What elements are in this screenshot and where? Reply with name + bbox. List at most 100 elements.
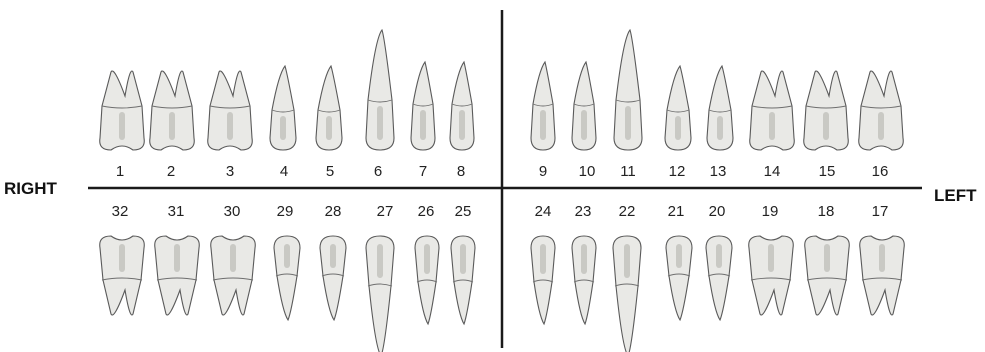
tooth-31-shade: [174, 244, 180, 272]
tooth-28: 28: [320, 203, 346, 320]
tooth-4: 4: [270, 66, 296, 180]
tooth-26-shade: [424, 244, 430, 274]
tooth-number-31: 31: [168, 203, 185, 220]
tooth-16: 16: [859, 71, 904, 180]
tooth-14-shade: [769, 112, 775, 140]
tooth-number-10: 10: [579, 163, 596, 180]
tooth-number-22: 22: [619, 203, 636, 220]
tooth-27-shade: [377, 244, 383, 278]
tooth-12: 12: [665, 66, 691, 180]
tooth-number-29: 29: [277, 203, 294, 220]
tooth-number-16: 16: [872, 163, 889, 180]
tooth-6-shade: [377, 106, 383, 140]
tooth-number-25: 25: [455, 203, 472, 220]
tooth-number-8: 8: [457, 163, 465, 180]
tooth-number-1: 1: [116, 163, 124, 180]
tooth-21: 21: [666, 203, 692, 320]
tooth-2-shade: [169, 112, 175, 140]
tooth-11-shade: [625, 106, 631, 140]
tooth-9-shade: [540, 110, 546, 140]
tooth-29: 29: [274, 203, 300, 320]
tooth-26: 26: [415, 203, 439, 324]
axes: [88, 10, 922, 348]
tooth-22-shade: [624, 244, 630, 278]
tooth-17: 17: [860, 203, 905, 315]
tooth-1-shade: [119, 112, 125, 140]
tooth-7-shade: [420, 110, 426, 140]
tooth-4-shade: [280, 116, 286, 140]
tooth-20-shade: [716, 244, 722, 268]
tooth-13: 13: [707, 66, 733, 180]
tooth-number-9: 9: [539, 163, 547, 180]
tooth-6: 6: [366, 30, 394, 180]
tooth-21-shade: [676, 244, 682, 268]
tooth-13-shade: [717, 116, 723, 140]
tooth-12-shade: [675, 116, 681, 140]
tooth-8-shade: [459, 110, 465, 140]
tooth-22: 22: [613, 203, 641, 352]
tooth-10-shade: [581, 110, 587, 140]
tooth-20: 20: [706, 203, 732, 320]
tooth-number-7: 7: [419, 163, 427, 180]
tooth-24-shade: [540, 244, 546, 274]
tooth-number-15: 15: [819, 163, 836, 180]
tooth-number-14: 14: [764, 163, 781, 180]
tooth-19: 19: [749, 203, 794, 315]
tooth-number-4: 4: [280, 163, 288, 180]
tooth-number-32: 32: [112, 203, 129, 220]
tooth-14: 14: [750, 71, 795, 180]
tooth-number-24: 24: [535, 203, 552, 220]
tooth-25: 25: [451, 203, 475, 324]
tooth-number-30: 30: [224, 203, 241, 220]
tooth-25-shade: [460, 244, 466, 274]
tooth-3-shade: [227, 112, 233, 140]
tooth-5: 5: [316, 66, 342, 180]
tooth-number-26: 26: [418, 203, 435, 220]
tooth-number-12: 12: [669, 163, 686, 180]
tooth-10: 10: [572, 62, 596, 180]
tooth-number-2: 2: [167, 163, 175, 180]
left-label: LEFT: [934, 186, 977, 205]
tooth-number-20: 20: [709, 203, 726, 220]
tooth-number-23: 23: [575, 203, 592, 220]
tooth-27: 27: [366, 203, 394, 352]
tooth-5-shade: [326, 116, 332, 140]
tooth-1: 1: [100, 71, 145, 180]
tooth-18-shade: [824, 244, 830, 272]
tooth-17-shade: [879, 244, 885, 272]
tooth-number-3: 3: [226, 163, 234, 180]
tooth-32-shade: [119, 244, 125, 272]
tooth-23-shade: [581, 244, 587, 274]
right-label: RIGHT: [4, 179, 58, 198]
tooth-11: 11: [614, 30, 642, 180]
tooth-16-shade: [878, 112, 884, 140]
tooth-number-13: 13: [710, 163, 727, 180]
tooth-19-shade: [768, 244, 774, 272]
tooth-23: 23: [572, 203, 596, 324]
tooth-number-27: 27: [377, 203, 394, 220]
tooth-31: 31: [155, 203, 200, 315]
tooth-number-6: 6: [374, 163, 382, 180]
tooth-2: 2: [150, 71, 195, 180]
tooth-30-shade: [230, 244, 236, 272]
tooth-number-11: 11: [620, 163, 636, 180]
tooth-15: 15: [804, 71, 849, 180]
tooth-number-18: 18: [818, 203, 835, 220]
tooth-number-19: 19: [762, 203, 779, 220]
tooth-28-shade: [330, 244, 336, 268]
tooth-32: 32: [100, 203, 145, 315]
tooth-18: 18: [805, 203, 850, 315]
tooth-8: 8: [450, 62, 474, 180]
tooth-9: 9: [531, 62, 555, 180]
tooth-15-shade: [823, 112, 829, 140]
tooth-3: 3: [208, 71, 253, 180]
tooth-29-shade: [284, 244, 290, 268]
tooth-number-17: 17: [872, 203, 889, 220]
tooth-24: 24: [531, 203, 555, 324]
tooth-number-28: 28: [325, 203, 342, 220]
tooth-7: 7: [411, 62, 435, 180]
tooth-30: 30: [211, 203, 256, 315]
tooth-number-21: 21: [668, 203, 685, 220]
tooth-number-5: 5: [326, 163, 334, 180]
